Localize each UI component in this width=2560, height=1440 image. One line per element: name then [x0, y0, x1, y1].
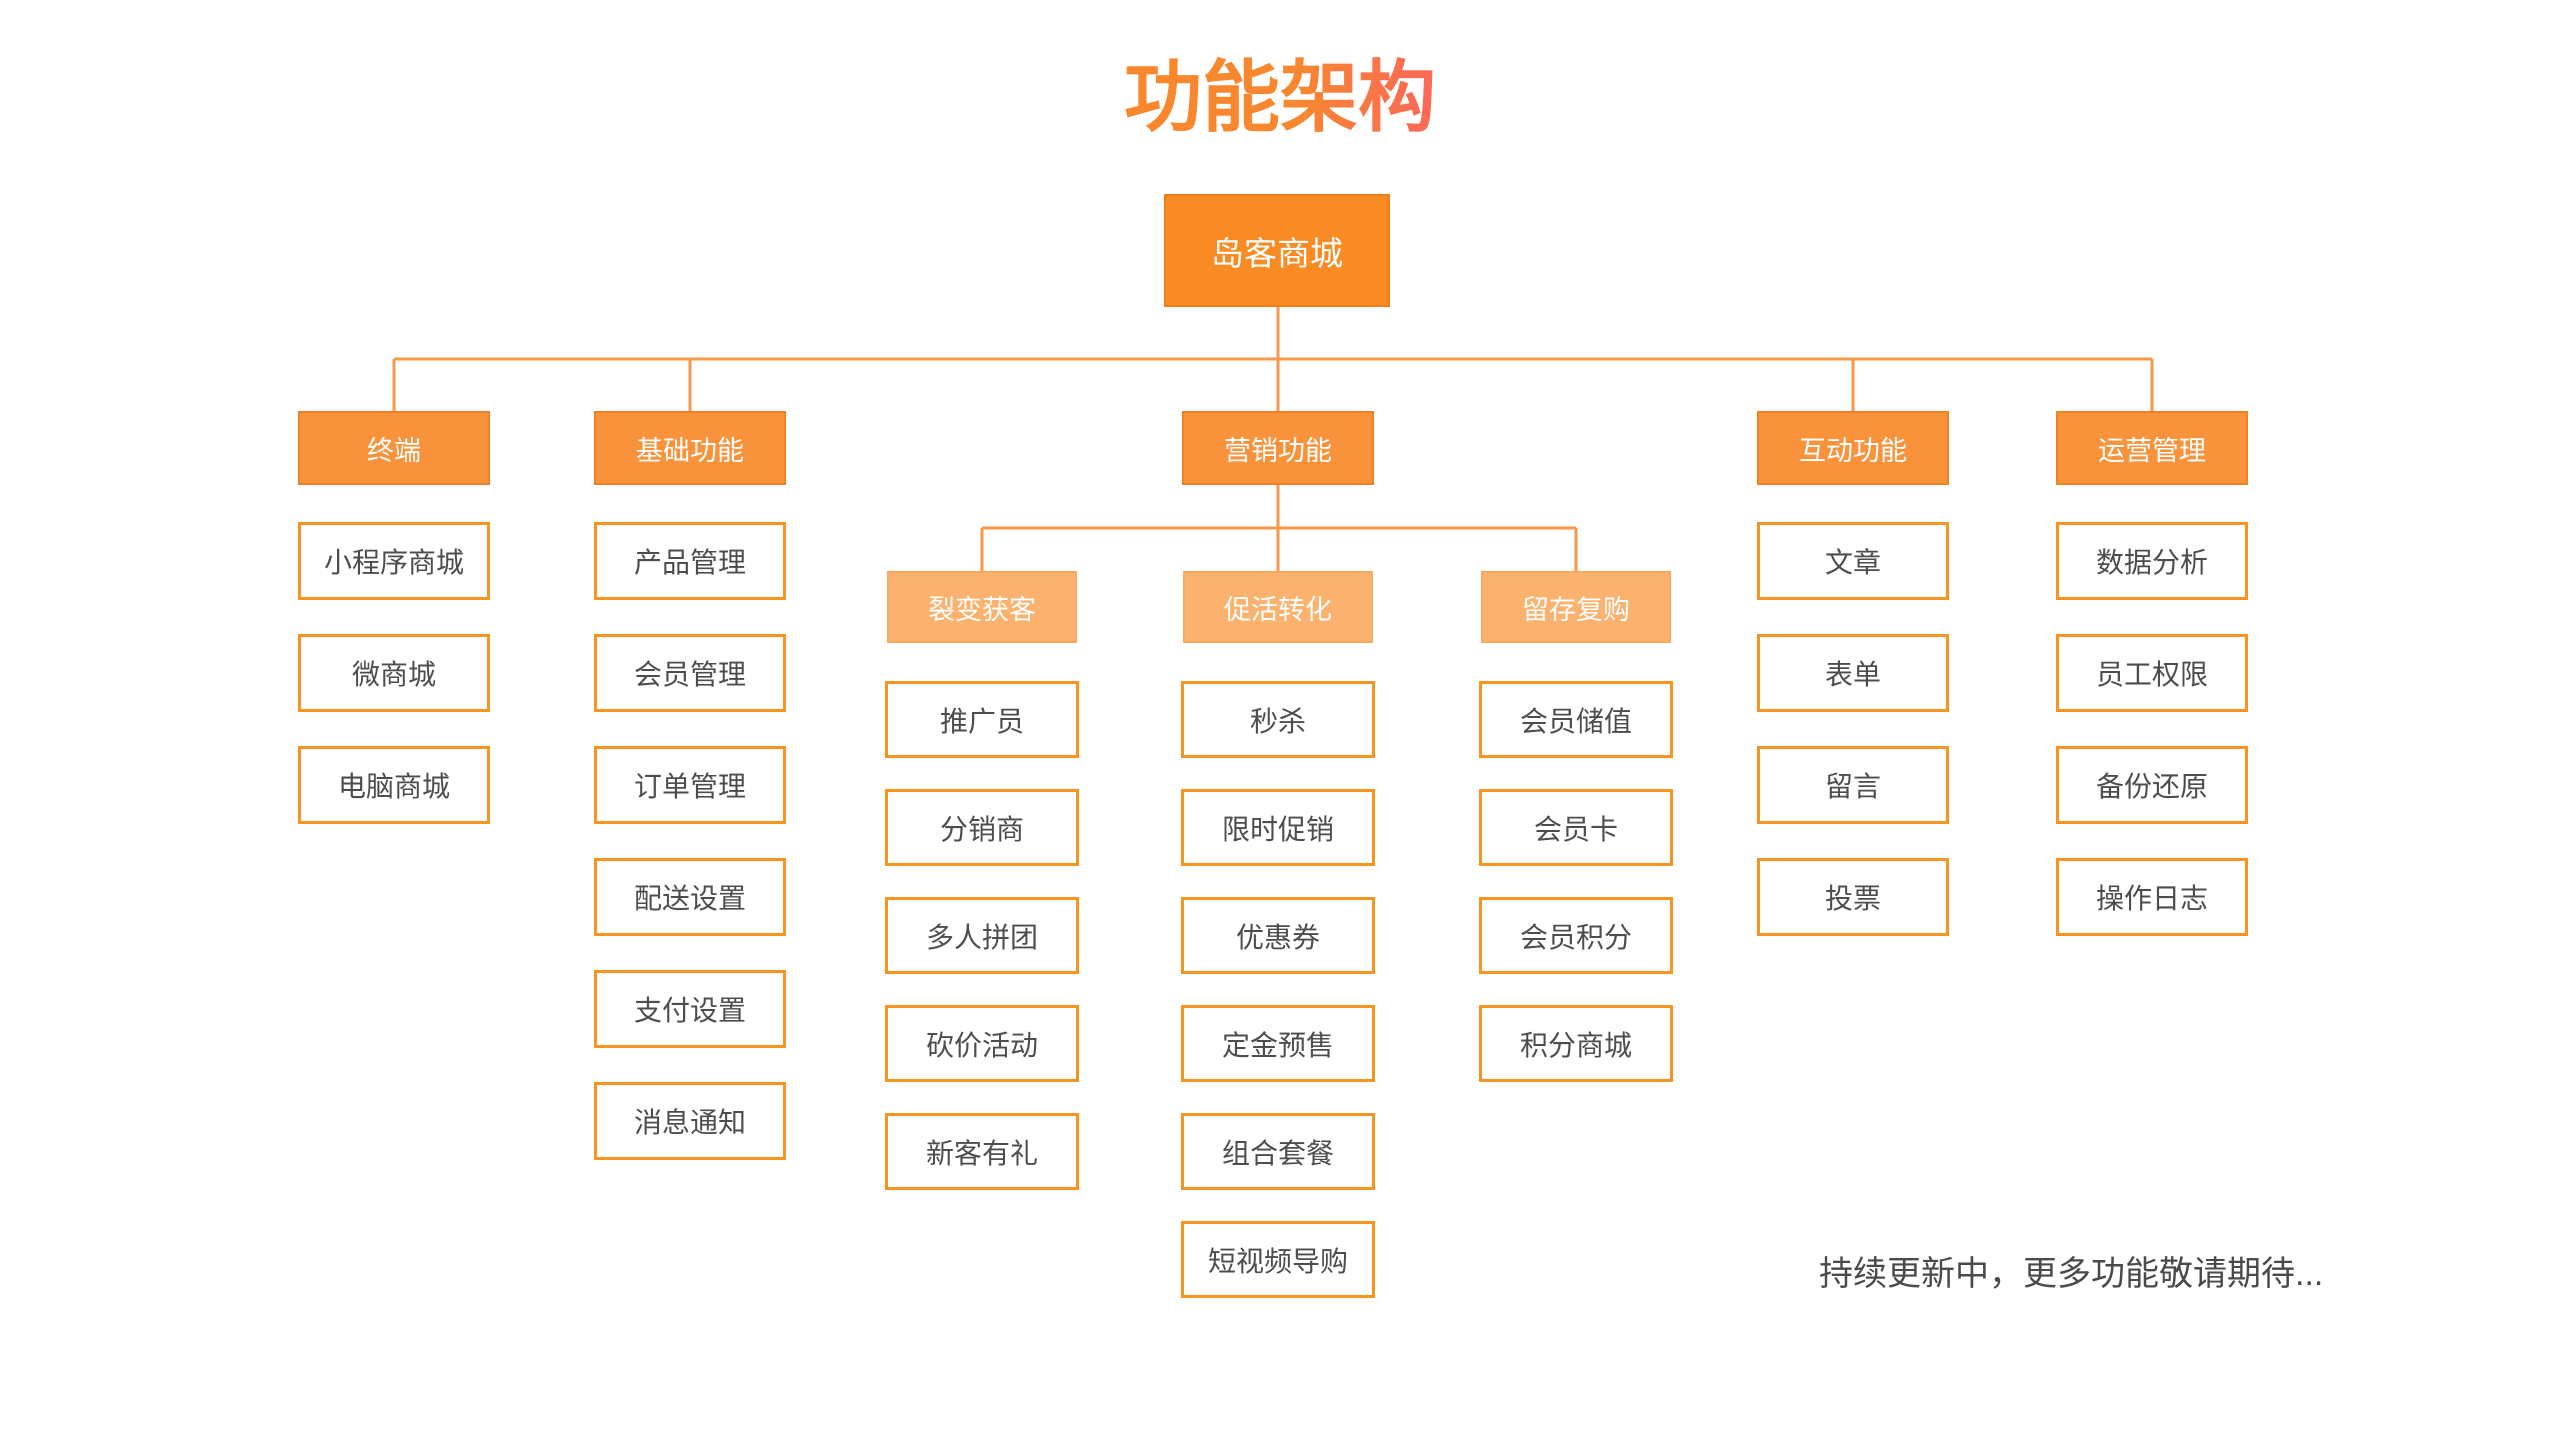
fission-acquisition-column: 推广员 分销商 多人拼团 砍价活动 新客有礼 — [885, 681, 1079, 1190]
node-payment-settings: 支付设置 — [594, 970, 786, 1048]
footer-note: 持续更新中，更多功能敬请期待... — [1819, 1255, 2324, 1293]
operation-management-column: 数据分析 员工权限 备份还原 操作日志 — [2056, 522, 2248, 936]
retention-repurchase-column: 会员储值 会员卡 会员积分 积分商城 — [1479, 681, 1673, 1082]
node-staff-permissions: 员工权限 — [2056, 634, 2248, 712]
header-basic-features: 基础功能 — [594, 411, 786, 485]
node-new-customer-gift: 新客有礼 — [885, 1113, 1079, 1190]
node-deposit-presale: 定金预售 — [1181, 1005, 1375, 1082]
node-short-video-guide: 短视频导购 — [1181, 1221, 1375, 1298]
node-message-board: 留言 — [1757, 746, 1949, 824]
subheader-fission-acquisition: 裂变获客 — [887, 571, 1077, 643]
header-operation-management: 运营管理 — [2056, 411, 2248, 485]
diagram-title: 功能架构 — [1123, 53, 1437, 141]
node-form: 表单 — [1757, 634, 1949, 712]
node-order-management: 订单管理 — [594, 746, 786, 824]
node-group-buying: 多人拼团 — [885, 897, 1079, 974]
node-member-management: 会员管理 — [594, 634, 786, 712]
node-member-stored-value: 会员储值 — [1479, 681, 1673, 758]
root-node-daoke-mall: 岛客商城 — [1164, 194, 1390, 307]
node-distributor: 分销商 — [885, 789, 1079, 866]
subheader-retention-repurchase: 留存复购 — [1481, 571, 1671, 643]
node-member-card: 会员卡 — [1479, 789, 1673, 866]
node-product-management: 产品管理 — [594, 522, 786, 600]
node-flash-sale: 秒杀 — [1181, 681, 1375, 758]
node-backup-restore: 备份还原 — [2056, 746, 2248, 824]
activation-conversion-column: 秒杀 限时促销 优惠券 定金预售 组合套餐 短视频导购 — [1181, 681, 1375, 1298]
node-message-notification: 消息通知 — [594, 1082, 786, 1160]
node-miniprogram-mall: 小程序商城 — [298, 522, 490, 600]
node-bargain-activity: 砍价活动 — [885, 1005, 1079, 1082]
basic-features-column: 产品管理 会员管理 订单管理 配送设置 支付设置 消息通知 — [594, 522, 786, 1160]
node-promoter: 推广员 — [885, 681, 1079, 758]
header-interactive-features: 互动功能 — [1757, 411, 1949, 485]
header-marketing-features: 营销功能 — [1182, 411, 1374, 485]
node-pc-mall: 电脑商城 — [298, 746, 490, 824]
node-wechat-mall: 微商城 — [298, 634, 490, 712]
node-article: 文章 — [1757, 522, 1949, 600]
node-points-mall: 积分商城 — [1479, 1005, 1673, 1082]
subheader-activation-conversion: 促活转化 — [1183, 571, 1373, 643]
node-delivery-settings: 配送设置 — [594, 858, 786, 936]
header-terminal: 终端 — [298, 411, 490, 485]
node-limited-time-promo: 限时促销 — [1181, 789, 1375, 866]
terminal-column: 小程序商城 微商城 电脑商城 — [298, 522, 490, 824]
node-combo-package: 组合套餐 — [1181, 1113, 1375, 1190]
node-data-analysis: 数据分析 — [2056, 522, 2248, 600]
node-member-points: 会员积分 — [1479, 897, 1673, 974]
node-vote: 投票 — [1757, 858, 1949, 936]
node-coupon: 优惠券 — [1181, 897, 1375, 974]
interactive-features-column: 文章 表单 留言 投票 — [1757, 522, 1949, 936]
node-operation-log: 操作日志 — [2056, 858, 2248, 936]
